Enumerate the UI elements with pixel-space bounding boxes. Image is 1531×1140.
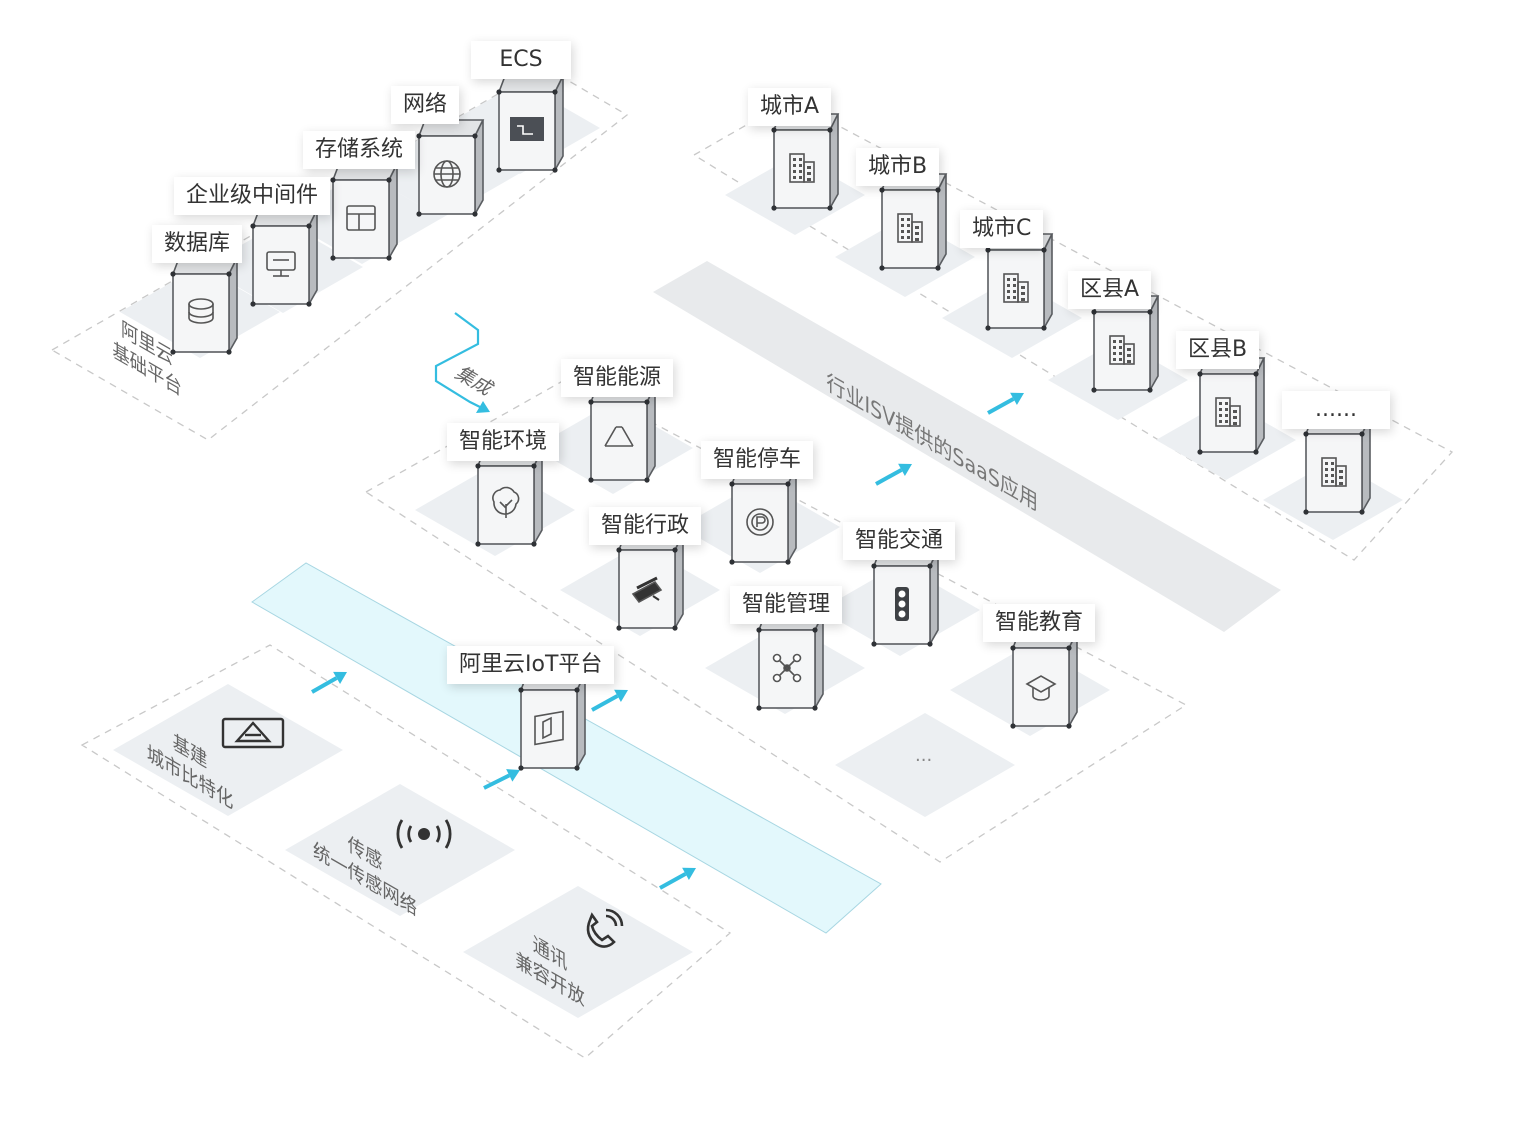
phone-icon	[586, 908, 624, 948]
traffic-light-icon	[895, 587, 909, 621]
label-city-c: 城市C	[960, 210, 1044, 248]
server-city-b	[879, 173, 948, 272]
label-energy: 智能能源	[561, 359, 674, 397]
label-city-more: ......	[1282, 391, 1390, 429]
building-icon	[1321, 457, 1347, 487]
server-management	[756, 613, 825, 712]
recycle-icon	[604, 426, 634, 447]
server-database	[170, 257, 239, 356]
server-ecs	[496, 75, 565, 174]
integration-path	[434, 312, 487, 411]
signal-icon	[396, 819, 452, 849]
flow-arrow-0-head	[333, 671, 347, 685]
infra-plate-2	[463, 886, 693, 1018]
server-energy	[588, 385, 657, 484]
flow-arrow-1-head	[506, 769, 520, 782]
ecs-icon	[510, 117, 544, 141]
infra-plate-1	[285, 784, 515, 916]
app-plate-7	[835, 713, 1015, 817]
label-iot-platform: 阿里云IoT平台	[447, 646, 615, 684]
label-education: 智能教育	[983, 604, 1096, 642]
admin-icon	[631, 576, 663, 604]
server-environment	[475, 449, 544, 548]
label-city-b: 城市B	[856, 148, 940, 186]
label-management: 智能管理	[730, 586, 843, 624]
label-traffic: 智能交通	[843, 522, 956, 560]
server-district-a	[1091, 295, 1160, 394]
label-district-b: 区县B	[1176, 331, 1260, 369]
label-network: 网络	[391, 86, 460, 124]
flow-arrows	[311, 312, 1024, 890]
label-parking: 智能停车	[701, 441, 814, 479]
tree-icon	[492, 486, 520, 518]
network-icon	[772, 653, 802, 683]
middleware-icon	[266, 251, 296, 277]
apps-more-label: ...	[915, 745, 933, 766]
iot-icon	[534, 710, 564, 746]
label-storage: 存储系统	[303, 131, 416, 169]
flow-arrow-4-head	[898, 463, 912, 476]
building-icon	[1109, 335, 1135, 365]
region-cities	[692, 99, 1454, 561]
flow-arrow-1	[483, 773, 511, 790]
parking-icon	[746, 508, 774, 536]
construction-icon	[221, 717, 285, 749]
infra-plate-0	[113, 684, 343, 816]
isv-band	[653, 261, 1281, 632]
flow-arrow-4	[875, 468, 903, 486]
server-city-c	[985, 233, 1054, 332]
building-icon	[897, 213, 923, 243]
server-district-b	[1197, 357, 1266, 456]
server-city-more	[1303, 417, 1372, 516]
infra-icons	[221, 717, 624, 948]
server-parking	[729, 467, 798, 566]
flow-arrow-0	[311, 676, 338, 694]
region-infrastructure	[80, 644, 732, 1059]
database-icon	[188, 298, 214, 324]
server-units	[170, 75, 1372, 772]
flow-arrow-3	[659, 872, 687, 890]
flow-arrow-3-head	[682, 867, 696, 880]
server-admin	[616, 533, 685, 632]
flow-arrow-5-head	[1010, 392, 1024, 405]
server-middleware	[250, 209, 319, 308]
label-admin: 智能行政	[589, 507, 702, 545]
label-environment: 智能环境	[447, 423, 560, 461]
label-city-a: 城市A	[748, 88, 832, 126]
label-database: 数据库	[152, 225, 243, 263]
building-icon	[1003, 273, 1029, 303]
education-icon	[1025, 675, 1057, 701]
label-ecs: ECS	[471, 41, 571, 79]
building-icon	[789, 153, 815, 183]
building-icon	[1215, 397, 1241, 427]
label-district-a: 区县A	[1068, 271, 1152, 309]
server-iot-platform	[518, 673, 587, 772]
server-traffic	[871, 549, 940, 648]
globe-icon	[433, 160, 461, 188]
flow-arrow-5	[987, 397, 1015, 415]
integration-arrowhead	[476, 401, 490, 413]
flow-arrow-2-head	[614, 689, 628, 702]
flow-arrow-2	[591, 694, 619, 712]
server-education	[1010, 631, 1079, 730]
storage-icon	[346, 205, 376, 231]
server-storage	[330, 163, 399, 262]
server-city-a	[771, 113, 840, 212]
label-middleware: 企业级中间件	[174, 177, 331, 215]
server-network	[416, 119, 485, 218]
